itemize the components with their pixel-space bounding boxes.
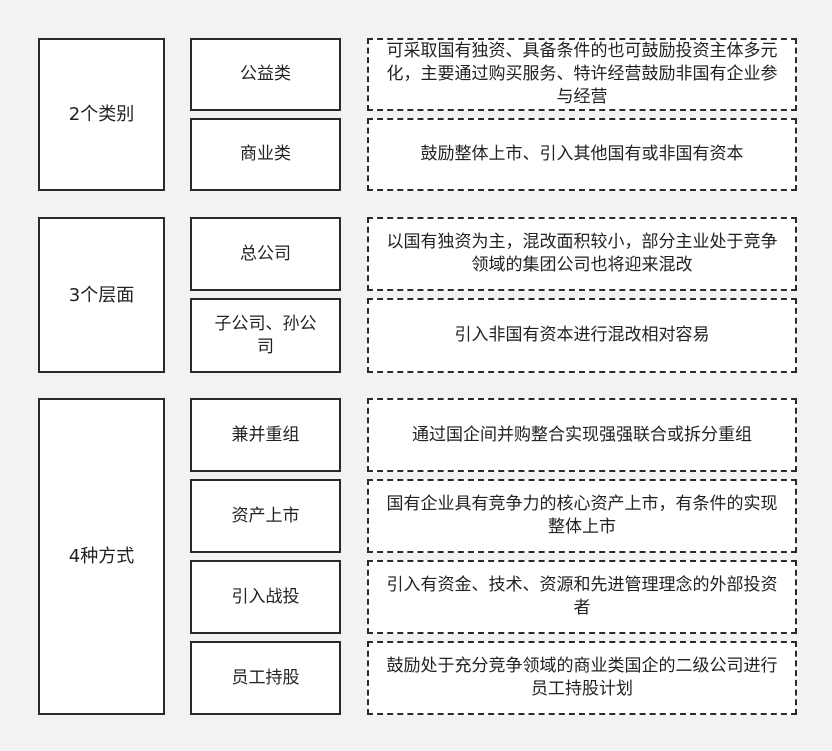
- desc-head-company: 以国有独资为主，混改面积较小，部分主业处于竞争领域的集团公司也将迎来混改: [367, 217, 797, 291]
- category-commercial: 商业类: [190, 118, 341, 191]
- desc-subsidiaries: 引入非国有资本进行混改相对容易: [367, 298, 797, 373]
- item-name: 公益类: [240, 64, 291, 84]
- item-desc: 鼓励整体上市、引入其他国有或非国有资本: [420, 144, 744, 164]
- item-desc: 通过国企间并购整合实现强强联合或拆分重组: [412, 424, 752, 445]
- item-name: 员工持股: [231, 667, 300, 688]
- desc-strategic-investor: 引入有资金、技术、资源和先进管理理念的外部投资者: [367, 560, 797, 634]
- item-desc: 以国有独资为主，混改面积较小，部分主业处于竞争领域的集团公司也将迎来混改: [386, 232, 778, 275]
- item-name: 商业类: [240, 144, 291, 164]
- item-name: 引入战投: [231, 586, 300, 607]
- item-name: 兼并重组: [231, 424, 300, 445]
- item-desc: 引入有资金、技术、资源和先进管理理念的外部投资者: [386, 575, 778, 618]
- method-employee-stock: 员工持股: [190, 641, 341, 715]
- desc-commercial: 鼓励整体上市、引入其他国有或非国有资本: [367, 118, 797, 191]
- group-label: 3个层面: [68, 284, 135, 306]
- level-head-company: 总公司: [190, 217, 341, 291]
- item-desc: 国有企业具有竞争力的核心资产上市，有条件的实现整体上市: [386, 494, 778, 537]
- method-strategic-investor: 引入战投: [190, 560, 341, 634]
- item-desc: 鼓励处于充分竞争领域的商业类国企的二级公司进行员工持股计划: [386, 656, 778, 699]
- group-label: 4种方式: [68, 546, 135, 567]
- desc-employee-stock: 鼓励处于充分竞争领域的商业类国企的二级公司进行员工持股计划: [367, 641, 797, 715]
- method-asset-listing: 资产上市: [190, 479, 341, 553]
- category-public-welfare: 公益类: [190, 38, 341, 111]
- item-name: 子公司、孙公司: [214, 313, 317, 357]
- group-levels: 3个层面: [38, 217, 165, 373]
- item-desc: 可采取国有独资、具备条件的也可鼓励投资主体多元化，主要通过购买服务、特许经营鼓励…: [386, 41, 778, 107]
- item-name: 总公司: [240, 243, 291, 264]
- desc-asset-listing: 国有企业具有竞争力的核心资产上市，有条件的实现整体上市: [367, 479, 797, 553]
- group-methods: 4种方式: [38, 398, 165, 715]
- method-merger: 兼并重组: [190, 398, 341, 472]
- item-name: 资产上市: [231, 505, 300, 526]
- item-desc: 引入非国有资本进行混改相对容易: [454, 325, 710, 345]
- level-subsidiaries: 子公司、孙公司: [190, 298, 341, 373]
- desc-merger: 通过国企间并购整合实现强强联合或拆分重组: [367, 398, 797, 472]
- desc-public-welfare: 可采取国有独资、具备条件的也可鼓励投资主体多元化，主要通过购买服务、特许经营鼓励…: [367, 38, 797, 111]
- group-label: 2个类别: [68, 104, 135, 125]
- group-categories: 2个类别: [38, 38, 165, 191]
